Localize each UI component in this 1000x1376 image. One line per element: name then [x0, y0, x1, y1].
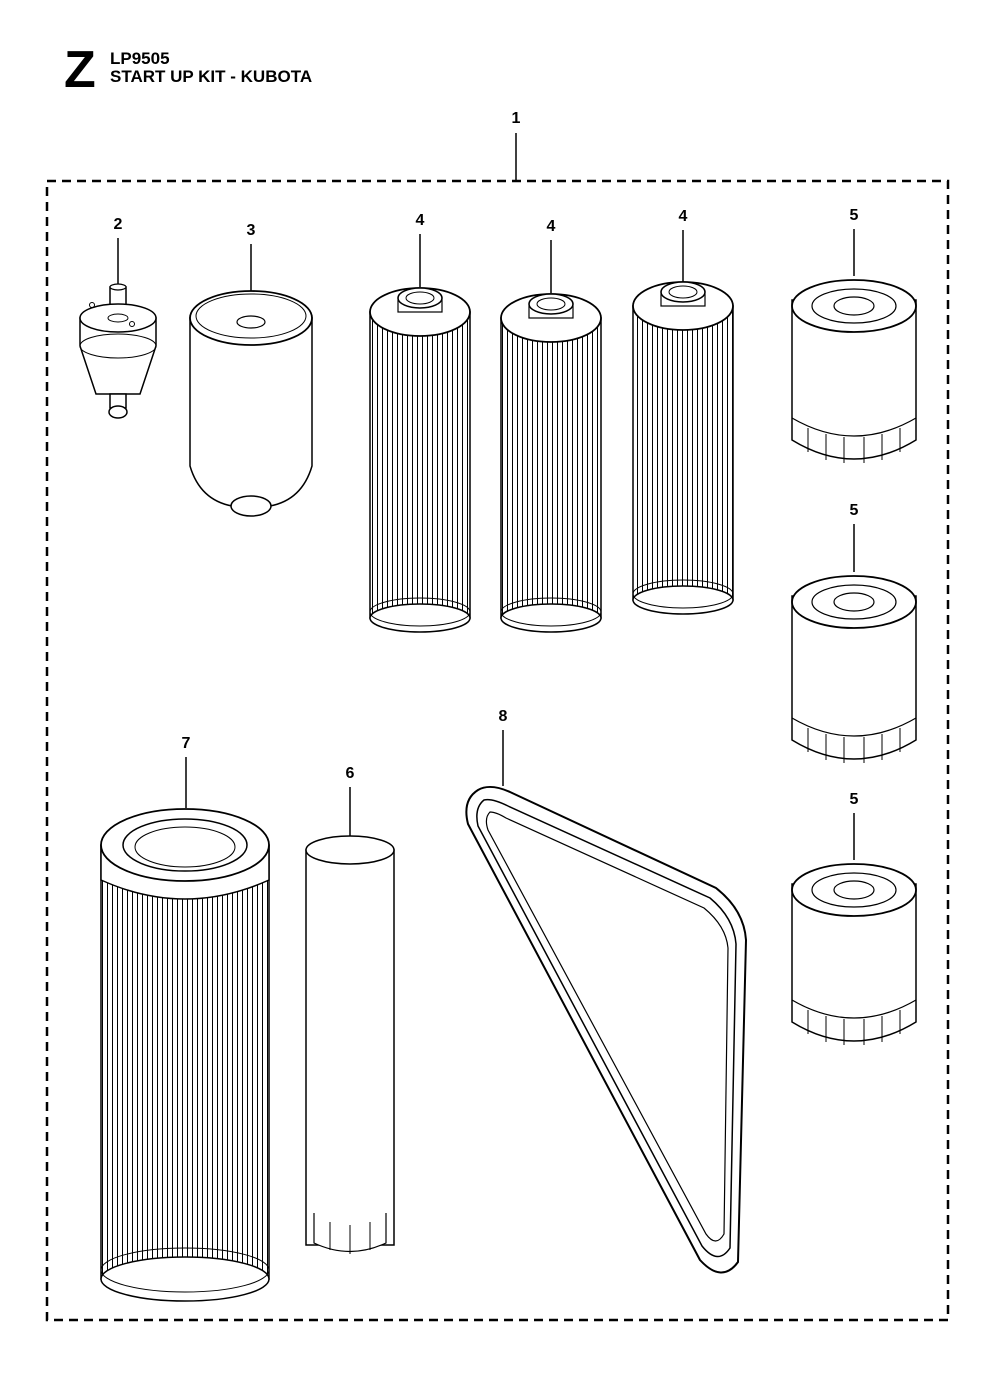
callout-3-label: 3	[247, 222, 256, 239]
callout-4b-label: 4	[547, 218, 556, 235]
oil-filter-icon-c[interactable]: 5	[791, 791, 917, 1045]
hydraulic-filter-icon-a[interactable]: 4	[369, 212, 471, 633]
kit-boundary	[45, 179, 950, 1322]
callout-8-label: 8	[499, 708, 508, 725]
callout-2-label: 2	[114, 216, 123, 233]
callout-5b-label: 5	[850, 502, 859, 519]
fuel-filter-icon[interactable]: 3	[189, 222, 313, 517]
oil-filter-icon-b[interactable]: 5	[791, 502, 917, 763]
callout-7-label: 7	[182, 735, 191, 752]
callout-4c-label: 4	[679, 208, 688, 225]
callout-1-label: 1	[512, 110, 521, 127]
fuel-filter-inline-icon[interactable]: 2	[79, 216, 157, 419]
callout-5c-label: 5	[850, 791, 859, 808]
drive-belt-icon[interactable]: 8	[465, 708, 748, 1274]
callout-5a-label: 5	[850, 207, 859, 224]
page-title: START UP KIT - KUBOTA	[110, 67, 313, 86]
callout-4a-label: 4	[416, 212, 425, 229]
hydraulic-filter-icon-c[interactable]: 4	[632, 208, 734, 615]
outer-air-filter-icon[interactable]: 7	[100, 735, 270, 1302]
inner-air-filter-icon[interactable]: 6	[305, 765, 395, 1254]
oil-filter-icon-a[interactable]: 5	[791, 207, 917, 463]
hydraulic-filter-icon-b[interactable]: 4	[500, 218, 602, 633]
model-number: LP9505	[110, 49, 170, 68]
callout-6-label: 6	[346, 765, 355, 782]
section-letter: Z	[64, 41, 96, 99]
callout-1[interactable]: 1	[512, 110, 521, 181]
